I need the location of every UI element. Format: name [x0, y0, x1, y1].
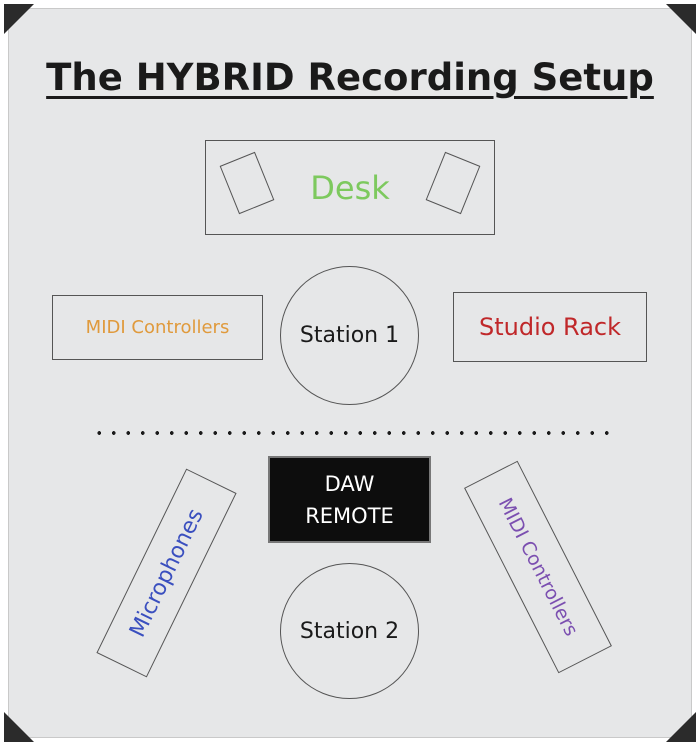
desk-monitor-right [425, 151, 481, 215]
station-1-label: Station 1 [299, 323, 400, 348]
corner-bracket-bottom-right [666, 712, 696, 742]
midi-controllers-top-label: MIDI Controllers [85, 317, 230, 338]
desk-box: Desk [205, 140, 495, 235]
station-2-label: Station 2 [299, 618, 400, 644]
corner-bracket-top-right [666, 4, 696, 34]
station-2-circle: Station 2 [280, 563, 419, 699]
midi-controllers-top-box: MIDI Controllers [52, 295, 263, 360]
dotted-divider [92, 431, 614, 435]
studio-rack-label: Studio Rack [478, 313, 622, 341]
corner-bracket-top-left [4, 4, 34, 34]
diagram-title: The HYBRID Recording Setup [46, 56, 654, 99]
daw-remote-line-1: DAW [324, 471, 375, 496]
desk-label: Desk [310, 168, 390, 207]
daw-remote-line-2: REMOTE [305, 503, 394, 528]
desk-monitor-left [219, 151, 275, 215]
studio-rack-box: Studio Rack [453, 292, 647, 362]
station-1-circle: Station 1 [280, 266, 419, 405]
daw-remote-box: DAW REMOTE [268, 456, 431, 543]
corner-bracket-bottom-left [4, 712, 34, 742]
